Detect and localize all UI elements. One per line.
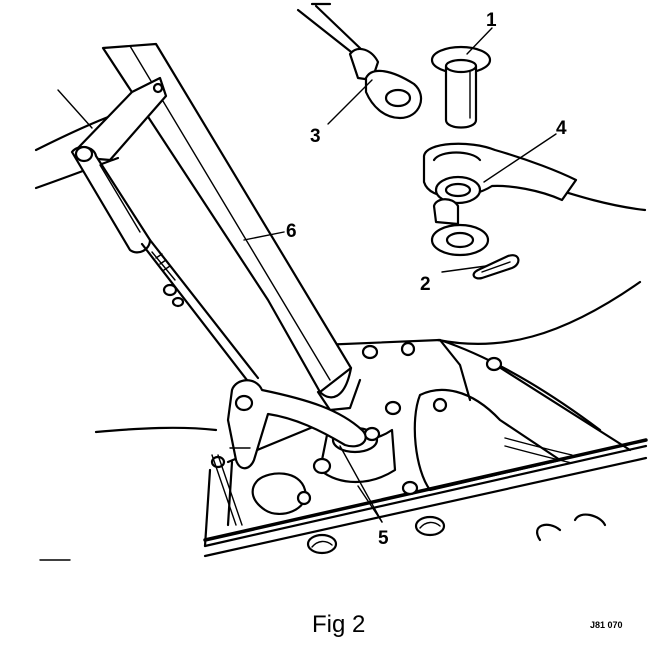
- lever-housing: [211, 418, 573, 526]
- leader-line-4: [483, 133, 557, 183]
- figure-caption: Fig 2: [312, 611, 365, 638]
- leader-line-2: [441, 265, 487, 273]
- figure-reference-code: J81 070: [590, 620, 623, 630]
- selector-linkage-rod: [70, 76, 367, 470]
- transmission-base-plate: [203, 338, 648, 558]
- callout-3: 3: [310, 126, 321, 147]
- callout-1: 1: [486, 10, 497, 31]
- leader-line-5b: [357, 485, 383, 523]
- callout-6: 6: [286, 221, 297, 242]
- leader-line-5a: [339, 445, 383, 523]
- lever-arm-with-washers: [422, 142, 578, 257]
- cable-assembly: [296, 2, 423, 120]
- split-pin: [472, 254, 520, 280]
- callout-2: 2: [420, 274, 431, 295]
- leader-line-6: [243, 231, 285, 241]
- leader-lines: [243, 27, 557, 523]
- leader-line-1: [466, 27, 493, 55]
- callout-4: 4: [556, 118, 567, 139]
- leader-line-3: [327, 79, 373, 125]
- clevis-pin: [430, 45, 492, 129]
- callout-5: 5: [378, 528, 389, 549]
- gear-shift-lever: [101, 42, 362, 412]
